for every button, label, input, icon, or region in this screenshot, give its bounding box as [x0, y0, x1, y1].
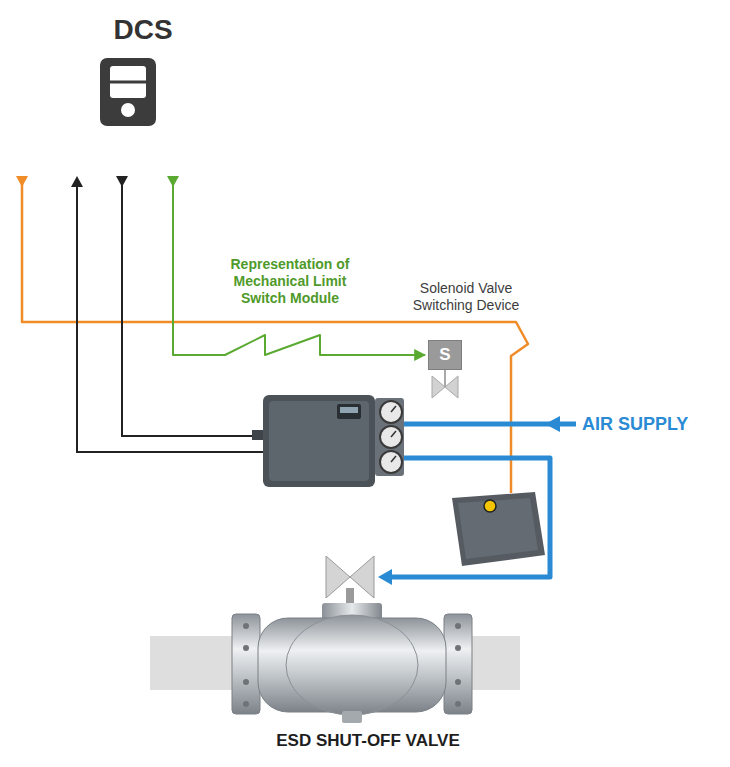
feedback-wire [77, 180, 263, 452]
controller-title: DCS [80, 14, 206, 46]
positioner-display-screen [340, 407, 358, 413]
wire-terminal [116, 176, 128, 187]
gauge-needle [391, 431, 396, 437]
pressure-gauge [380, 426, 402, 448]
flange-bolt [455, 679, 461, 685]
dcs-controller: DCS [15, 10, 190, 176]
device-heading: Solenoid Valve Switching Device [401, 280, 531, 314]
limit-switch-box [452, 492, 545, 566]
pressure-gauge [380, 451, 402, 473]
gauge-block [375, 398, 404, 476]
position-indicator [484, 500, 496, 512]
flange-bolt [243, 623, 249, 629]
dcs-screen [110, 66, 146, 98]
air-arrowhead [545, 416, 560, 432]
dcs-housing [100, 58, 156, 126]
valve-flange [232, 614, 260, 714]
flange-bolt [455, 623, 461, 629]
flange-bolt [243, 645, 249, 651]
flange-bolt [243, 701, 249, 707]
limit-switch-wire [22, 178, 528, 493]
limit-switch-cover [458, 498, 538, 559]
solenoid-letter: S [439, 345, 450, 365]
drain-plug [342, 711, 362, 723]
valve-symbol [432, 376, 445, 398]
valve-flange [444, 614, 472, 714]
pressure-gauge [380, 401, 402, 423]
flange-bolt [455, 701, 461, 707]
valve-symbol [445, 376, 458, 398]
flange-bolt [243, 679, 249, 685]
dcs-button [121, 103, 135, 117]
positioner-housing [263, 395, 375, 487]
gauge-needle [391, 456, 396, 462]
cable-gland [252, 430, 264, 440]
actuator-air-line [390, 458, 550, 577]
wire-terminal [16, 176, 28, 187]
valve-body-center [286, 615, 418, 715]
positioner-cover [269, 401, 369, 481]
gauge-needle [391, 406, 396, 412]
positioner-display [337, 404, 361, 419]
air-arrowhead [378, 569, 392, 585]
wire-terminal [71, 176, 83, 187]
solenoid-valve: Solenoid Valve Switching DeviceS [428, 340, 462, 370]
command-wire [122, 178, 263, 436]
dcs-screen-divider [110, 81, 146, 84]
air-supply-label: AIR SUPPLY [582, 413, 688, 435]
signal-connector [173, 176, 425, 355]
valve-caption: ESD SHUT-OFF VALVE [200, 730, 536, 751]
valve-caption-node: ESD SHUT-OFF VALVE [200, 730, 536, 756]
flange-bolt [455, 645, 461, 651]
signal-note: Representation of Mechanical Limit Switc… [215, 256, 365, 307]
solenoid-stem [444, 370, 446, 387]
